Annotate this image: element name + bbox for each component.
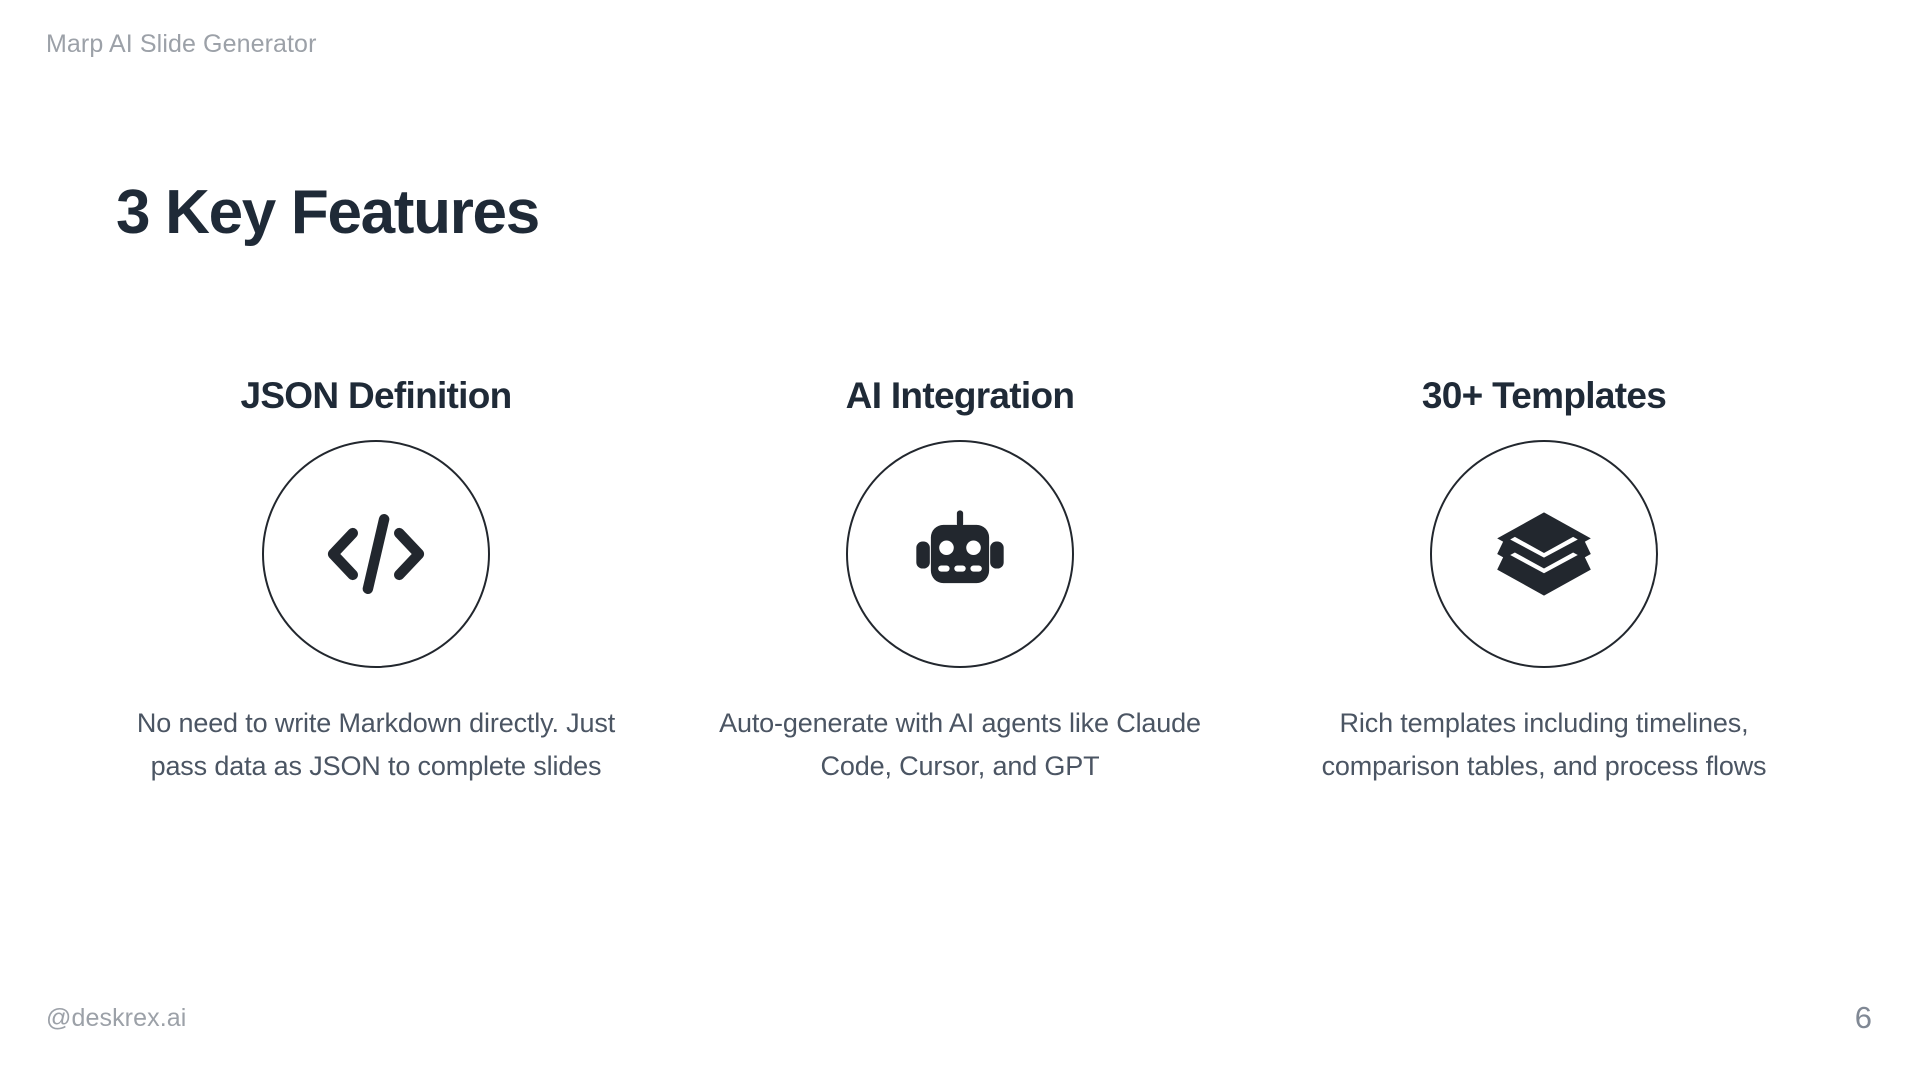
- icon-circle-templates: [1430, 439, 1658, 668]
- icon-circle-ai-integration: [846, 439, 1074, 668]
- footer-brand: @deskrex.ai: [46, 1004, 187, 1032]
- feature-column-ai-integration: AI Integration: [700, 375, 1220, 789]
- page-title: 3 Key Features: [116, 178, 540, 247]
- feature-columns: JSON Definition No need to write Markdow…: [116, 375, 1804, 789]
- feature-title-templates: 30+ Templates: [1421, 375, 1667, 416]
- feature-title-json-definition: JSON Definition: [240, 375, 512, 416]
- feature-column-json-definition: JSON Definition No need to write Markdow…: [116, 375, 636, 789]
- layers-icon: [1492, 502, 1596, 606]
- feature-description-templates: Rich templates including timelines, comp…: [1321, 707, 1767, 782]
- code-brackets-icon: [318, 496, 434, 612]
- feature-description-json-definition: No need to write Markdown directly. Just…: [136, 707, 616, 782]
- slide-header-title: Marp AI Slide Generator: [46, 30, 317, 58]
- feature-title-ai-integration: AI Integration: [845, 375, 1075, 416]
- page-number: 6: [1854, 1000, 1872, 1035]
- feature-description-ai-integration: Auto-generate with AI agents like Claude…: [719, 707, 1201, 782]
- feature-column-templates: 30+ Templates: [1284, 375, 1804, 789]
- icon-circle-json-definition: [262, 439, 490, 668]
- robot-icon: [908, 502, 1012, 606]
